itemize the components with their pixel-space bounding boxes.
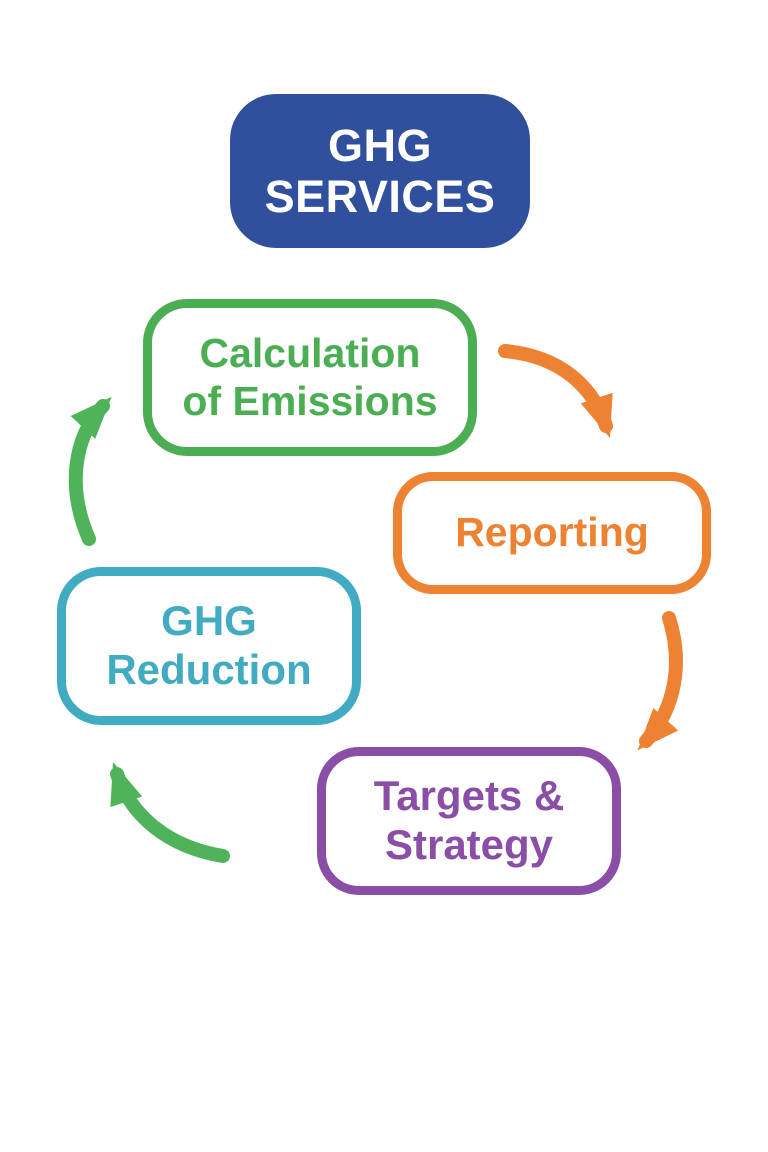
node-label-line: Reduction [106,646,312,693]
node-targets-strategy: Targets & Strategy [317,747,621,895]
arrow-calculation-to-reporting [498,344,613,438]
node-label-line: Strategy [384,821,554,868]
node-calculation-of-emissions: Calculation of Emissions [143,299,477,456]
title-line: SERVICES [264,171,496,222]
node-label-line: of Emissions [182,377,438,424]
title-box-ghg-services: GHG SERVICES [230,94,530,248]
arrow-targets-to-reduction [110,762,230,863]
node-label-line: Targets & [373,772,565,820]
node-ghg-reduction: GHG Reduction [57,567,361,725]
node-label-line: Calculation [199,329,421,376]
node-label-line: Reporting [455,509,649,556]
title-line: GHG [327,119,432,171]
arrow-reduction-to-calculation [68,396,112,546]
node-label-line: GHG [161,597,257,645]
node-reporting: Reporting [393,472,711,594]
arrow-reporting-to-targets [637,611,683,751]
